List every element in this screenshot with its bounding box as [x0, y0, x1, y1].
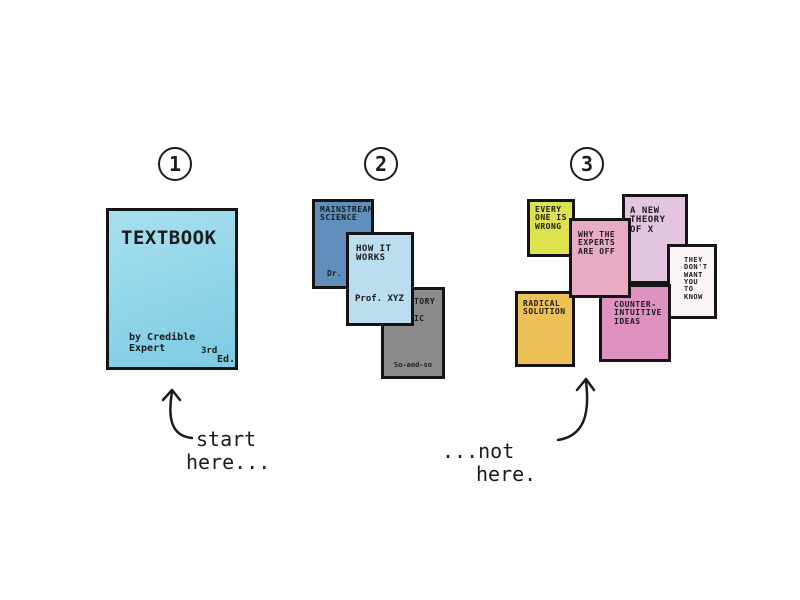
- not-caption-line-1: ...not: [442, 439, 515, 463]
- book-how-it-works: HOW IT WORKS Prof. XYZ: [346, 232, 414, 326]
- book-everyone-is-wrong-title: EVERY ONE IS WRONG: [535, 205, 567, 231]
- start-caption-line-1: start: [196, 427, 257, 451]
- book-why-experts-are-off-title: WHY THE EXPERTS ARE OFF: [578, 230, 616, 256]
- book-mainstream-science-author: Dr.: [327, 269, 342, 278]
- not-here-arrow-icon: [556, 377, 596, 442]
- book-new-theory-of-x-title: A NEW THEORY OF X: [630, 206, 666, 235]
- book-history-of-topic-author: So-and-so: [394, 361, 432, 369]
- book-mainstream-science-title: MAINSTREAM SCIENCE: [320, 205, 374, 223]
- textbook-book: TEXTBOOK by Credible Expert 3rd Ed.: [106, 208, 238, 370]
- start-arrow-icon: [161, 388, 194, 440]
- book-radical-solution-title: RADICAL SOLUTION: [523, 299, 566, 317]
- textbook-edition: Ed.: [217, 354, 236, 365]
- step-number-2: 2: [364, 147, 398, 181]
- book-everyone-is-wrong: EVERY ONE IS WRONG: [527, 199, 575, 257]
- step-number-1: 1: [158, 147, 192, 181]
- book-how-it-works-title: HOW IT WORKS: [356, 244, 392, 264]
- textbook-author: by Credible Expert: [129, 332, 196, 354]
- book-they-dont-want-you-to-know: THEY DON'T WANT YOU TO KNOW: [667, 244, 717, 319]
- book-radical-solution: RADICAL SOLUTION: [515, 291, 575, 367]
- textbook-title: TEXTBOOK: [121, 227, 217, 249]
- textbook-edition-sup: 3rd: [201, 346, 218, 356]
- book-counter-intuitive-ideas-title: COUNTER-INTUITIVE IDEAS: [614, 300, 662, 326]
- not-caption-line-2: here.: [476, 462, 537, 486]
- start-here-caption: start here...: [186, 427, 270, 474]
- book-why-experts-are-off: WHY THE EXPERTS ARE OFF: [569, 218, 631, 298]
- step-number-3: 3: [570, 147, 604, 181]
- not-here-caption: ...not here.: [442, 440, 536, 486]
- book-they-dont-want-you-to-know-title: THEY DON'T WANT YOU TO KNOW: [684, 256, 708, 301]
- start-caption-line-2: here...: [186, 450, 271, 474]
- book-how-it-works-author: Prof. XYZ: [355, 294, 404, 304]
